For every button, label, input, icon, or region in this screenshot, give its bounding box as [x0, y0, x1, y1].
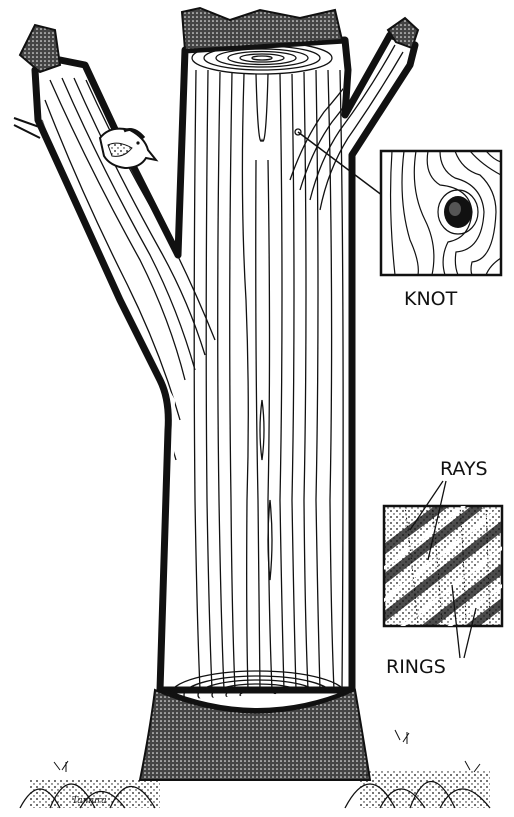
- rings-label: RINGS: [386, 656, 446, 678]
- rays-rings-inset: RAYS RINGS: [370, 458, 514, 678]
- rays-label: RAYS: [440, 458, 488, 480]
- left-branch-stub: [20, 25, 60, 72]
- tree-bark-outline: [35, 35, 415, 690]
- stump-base: [140, 690, 370, 780]
- bird-illustration: [100, 129, 156, 168]
- knot-label: KNOT: [404, 288, 458, 310]
- bird-eye: [136, 141, 139, 144]
- knot-core-highlight: [449, 202, 461, 216]
- artist-signature: Tamura: [72, 796, 107, 806]
- tree: [14, 8, 418, 780]
